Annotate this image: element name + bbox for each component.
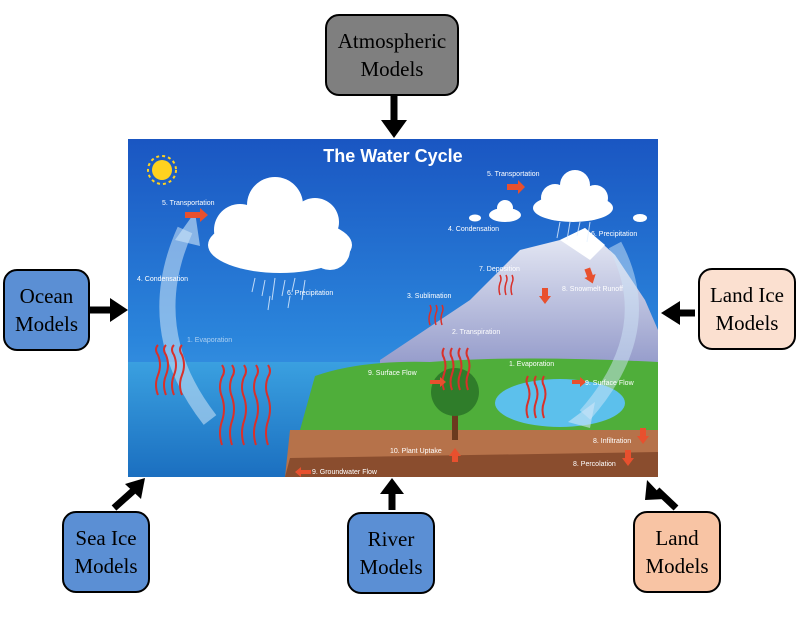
percolation-arrow xyxy=(622,450,634,466)
river-models-box[interactable]: River Models xyxy=(347,512,435,594)
groundwater-arrow xyxy=(295,467,311,477)
arrowhead-river xyxy=(380,478,404,494)
label-evaporation-right: 1. Evaporation xyxy=(509,361,554,368)
deposition-arrows xyxy=(498,274,514,296)
arrowhead-land xyxy=(645,480,665,500)
snowmelt-arrow xyxy=(539,288,551,304)
arrowhead-sea-ice xyxy=(125,478,145,499)
rain-right xyxy=(556,221,591,243)
label-condensation-left: 4. Condensation xyxy=(137,276,188,283)
label-surface-flow-right: 9. Surface Flow xyxy=(585,380,635,387)
label-sublimation: 3. Sublimation xyxy=(407,293,451,300)
cloud-small-3 xyxy=(469,214,481,222)
sublimation-arrows xyxy=(428,304,444,326)
arrow-sea-ice xyxy=(111,488,136,511)
circulation-arrow-right xyxy=(579,241,639,420)
snow-cap xyxy=(560,228,605,260)
label-transportation-left: 5. Transportation xyxy=(162,200,215,207)
label-transportation-right: 5. Transportation xyxy=(487,171,540,178)
label-infiltration: 8. Infiltration xyxy=(593,438,631,445)
transportation-arrow-right xyxy=(507,180,525,194)
evaporation-arrows-right xyxy=(525,375,547,419)
bedrock xyxy=(285,452,658,477)
ocean-models-box[interactable]: Ocean Models xyxy=(3,269,90,351)
atmospheric-models-box[interactable]: Atmospheric Models xyxy=(325,14,459,96)
transportation-arrow-left xyxy=(185,208,208,222)
label-condensation-right: 4. Condensation xyxy=(448,226,499,233)
infiltration-arrow xyxy=(637,428,649,444)
circulation-arrowhead-left xyxy=(175,212,200,246)
cloud-large xyxy=(208,177,352,273)
arrowhead-ocean xyxy=(110,298,128,322)
cloud-right xyxy=(533,170,613,222)
connector-arrowheads xyxy=(110,120,680,500)
label-percolation: 8. Percolation xyxy=(573,461,616,468)
tree-trunk xyxy=(452,395,458,440)
evaporation-arrows-left xyxy=(155,344,271,446)
tree-crown xyxy=(431,368,479,416)
label-groundwater-flow: 9. Groundwater Flow xyxy=(312,469,378,476)
poster-title: The Water Cycle xyxy=(323,146,462,166)
sea-ice-models-box[interactable]: Sea Ice Models xyxy=(62,511,150,593)
rain-left xyxy=(251,277,306,311)
circulation-arrowhead-right xyxy=(568,402,595,428)
cloud-small-2 xyxy=(633,214,647,222)
label-snowmelt-runoff: 8. Snowmelt Runoff xyxy=(562,286,623,293)
label-precipitation-left: 6. Precipitation xyxy=(287,290,333,297)
surface-flow-arrow-right xyxy=(572,377,586,387)
arrow-land xyxy=(654,487,679,511)
surface-flow-arrow-left xyxy=(430,377,446,387)
label-deposition: 7. Deposition xyxy=(479,266,520,273)
circulation-arrow-left xyxy=(159,226,217,425)
label-evaporation-left: 1. Evaporation xyxy=(187,337,232,344)
label-precipitation-right: 6. Precipitation xyxy=(591,231,637,238)
cloud-small-1 xyxy=(489,200,521,222)
label-transpiration: 2. Transpiration xyxy=(452,329,500,336)
land-ice-models-box[interactable]: Land Ice Models xyxy=(698,268,796,350)
sun-icon xyxy=(147,155,177,185)
land-models-box[interactable]: Land Models xyxy=(633,511,721,593)
label-surface-flow-left: 9. Surface Flow xyxy=(368,370,418,377)
precipitation-arrow xyxy=(584,267,596,284)
mountains xyxy=(380,228,658,380)
arrowhead-land-ice xyxy=(661,301,680,325)
label-plant-uptake: 10. Plant Uptake xyxy=(390,448,442,455)
plant-uptake-arrow xyxy=(449,448,461,462)
arrowhead-atmospheric xyxy=(381,120,407,138)
water-cycle-poster: The Water Cycle 5. Transportation 4. Con… xyxy=(128,139,658,477)
